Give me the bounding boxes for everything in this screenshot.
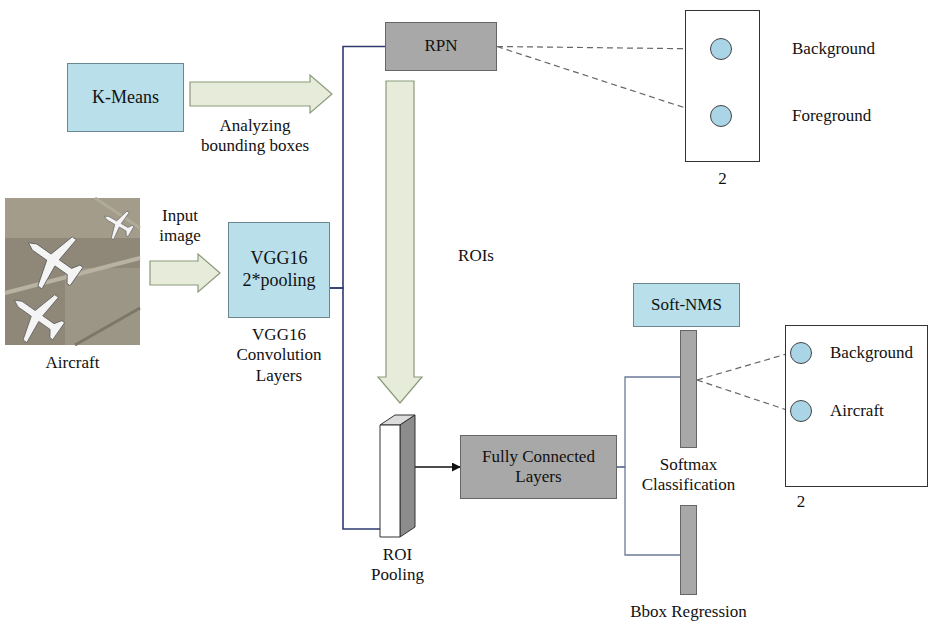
image-frame: Aircraft [5, 198, 140, 345]
block-arrow [150, 254, 220, 292]
backbone-box: VGG16 2*poolingVGG16 Convolution Layers [228, 222, 330, 318]
edge-label: Input image [148, 206, 212, 247]
dashed-connector [497, 47, 710, 117]
class-circle: Background [790, 342, 812, 364]
node-caption: Softmax Classification [634, 455, 744, 496]
dashed-connector [697, 353, 790, 380]
node-caption: ROI Pooling [368, 545, 428, 586]
node-caption: VGG16 Convolution Layers [229, 325, 329, 386]
roi-pooling-block [380, 415, 415, 537]
dashed-connector [697, 380, 790, 411]
node-text: RPN [424, 36, 457, 56]
connector-line [415, 466, 460, 467]
node-caption: Aircraft [46, 353, 100, 373]
network-box: RPN [385, 22, 497, 71]
node-text: VGG16 2*pooling [239, 248, 319, 291]
layer-box: Fully Connected Layers [460, 435, 617, 499]
node-caption: 2 [718, 169, 727, 189]
process-box: K-Means [67, 63, 184, 132]
node-caption: Bbox Regression [630, 602, 747, 622]
pooling-layer: ROI Pooling [380, 415, 415, 537]
block-arrow [378, 81, 422, 403]
output-panel: 2BackgroundForeground [685, 10, 760, 162]
connector-line [330, 288, 380, 529]
connector-line [330, 47, 385, 289]
class-circle: Background [710, 38, 732, 60]
node-text: Fully Connected Layers [471, 447, 606, 488]
node-caption: 2 [797, 492, 806, 512]
class-circle: Foreground [710, 105, 732, 127]
aircraft-photo [0, 198, 140, 354]
output-bar: Bbox Regression [680, 505, 697, 595]
class-circle: Aircraft [790, 400, 812, 422]
node-text: Soft-NMS [651, 295, 722, 315]
process-box: Soft-NMS [633, 283, 740, 327]
dashed-connector [497, 47, 710, 50]
node-caption: Background [830, 343, 913, 363]
edge-label: ROIs [446, 246, 506, 266]
edge-label: Analyzing bounding boxes [190, 116, 320, 157]
node-text: K-Means [92, 87, 159, 109]
node-caption: Foreground [792, 106, 871, 126]
output-bar: Softmax Classification [680, 330, 697, 448]
node-caption: Background [792, 39, 875, 59]
node-caption: Aircraft [830, 401, 884, 421]
block-arrow [190, 75, 332, 113]
connector-line [617, 377, 680, 467]
output-panel: 2BackgroundAircraft [785, 325, 928, 487]
